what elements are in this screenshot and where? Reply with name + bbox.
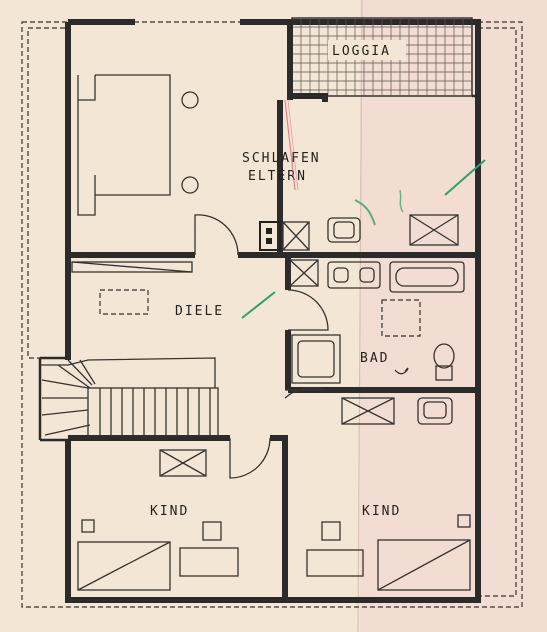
bath-fixtures xyxy=(289,259,465,384)
bedroom-washbasin xyxy=(282,214,459,251)
room-label-bad: BAD xyxy=(360,351,389,366)
door-swing-bath xyxy=(287,289,329,331)
paper-fold-line xyxy=(357,0,363,632)
room-label-schlafen: SCHLAFEN xyxy=(242,151,321,166)
room-label-eltern: ELTERN xyxy=(248,169,307,184)
outer-walls xyxy=(65,19,481,603)
diele-rug xyxy=(99,289,149,315)
loggia-wall xyxy=(287,22,328,102)
interior-walls xyxy=(38,96,478,600)
room-label-kind-left: KIND xyxy=(150,504,189,519)
loggia-label: LOGGIA xyxy=(332,44,391,59)
paper-pink-tint xyxy=(360,0,547,632)
door-swing-bedroom xyxy=(194,214,239,256)
door-swing-kind-right xyxy=(284,387,326,399)
staircase xyxy=(40,357,219,437)
kind-right-furniture xyxy=(306,397,471,591)
room-label-kind-right: KIND xyxy=(362,504,401,519)
diele-wardrobe xyxy=(71,261,193,273)
door-swing-kind-left xyxy=(229,437,271,479)
ink-marks xyxy=(241,99,486,319)
chimney xyxy=(259,221,281,251)
bath-rug xyxy=(381,299,421,337)
kind-left-furniture xyxy=(77,449,239,591)
room-label-diele: DIELE xyxy=(175,304,224,319)
loggia-label-bg xyxy=(328,40,406,60)
parents-bed xyxy=(77,74,199,216)
